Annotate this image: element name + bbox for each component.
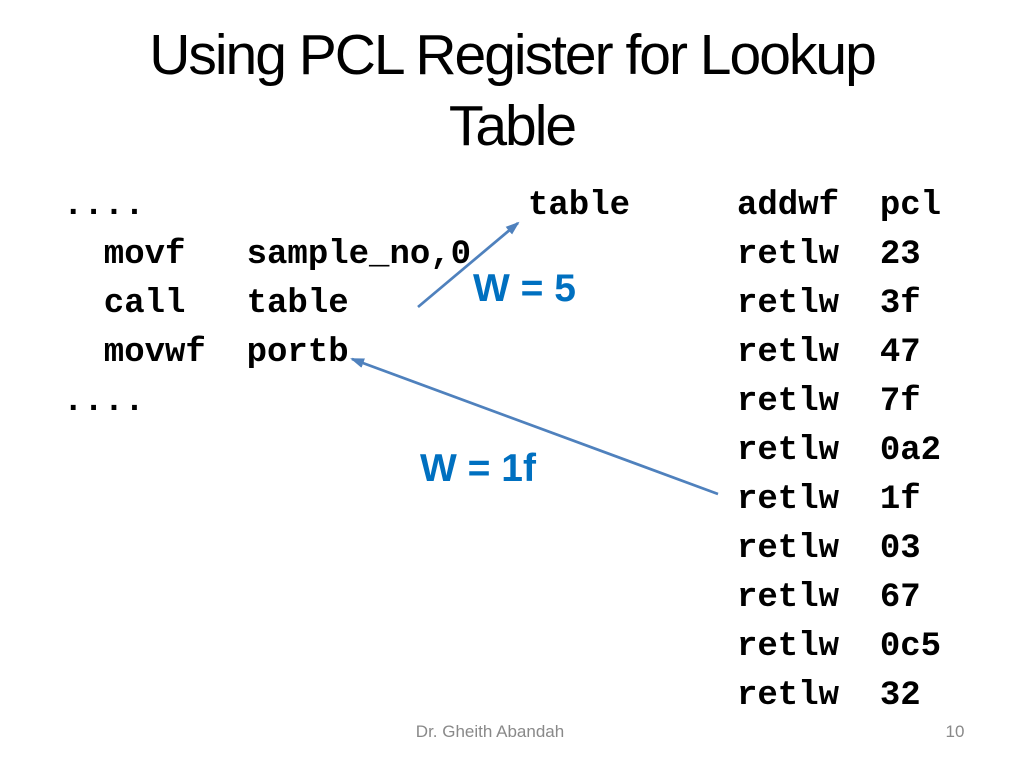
- code-line: ....: [63, 383, 145, 421]
- code-line: retlw 0a2: [737, 432, 942, 470]
- annotation-w-equals-1f: W = 1f: [420, 447, 536, 490]
- slide-title: Using PCL Register for Lookup Table: [0, 20, 1024, 162]
- code-line: movf sample_no,0: [63, 236, 472, 274]
- code-line: retlw 47: [737, 334, 921, 372]
- code-line: retlw 32: [737, 677, 921, 715]
- annotation-w-equals-5: W = 5: [473, 267, 576, 310]
- lookup-table-code-block: addwf pcl retlw 23 retlw 3f retlw 47 ret…: [737, 182, 941, 721]
- code-line: retlw 3f: [737, 285, 921, 323]
- code-line: retlw 23: [737, 236, 921, 274]
- code-line: movwf portb: [63, 334, 349, 372]
- title-line-2: Table: [448, 94, 577, 158]
- code-line: retlw 7f: [737, 383, 921, 421]
- code-line: retlw 1f: [737, 481, 921, 519]
- title-line-1: Using PCL Register for Lookup: [149, 23, 877, 87]
- code-line: retlw 03: [737, 530, 921, 568]
- table-entry-label: table: [528, 187, 631, 225]
- slide-page-number: 10: [945, 722, 965, 741]
- code-line: retlw 0c5: [737, 628, 942, 666]
- code-line: call table: [63, 285, 349, 323]
- code-line: addwf pcl: [737, 187, 942, 225]
- code-line: retlw 67: [737, 579, 921, 617]
- code-line: ....: [63, 187, 145, 225]
- footer-author: Dr. Gheith Abandah: [415, 722, 565, 741]
- caller-code-block: .... movf sample_no,0 call table movwf p…: [63, 182, 471, 427]
